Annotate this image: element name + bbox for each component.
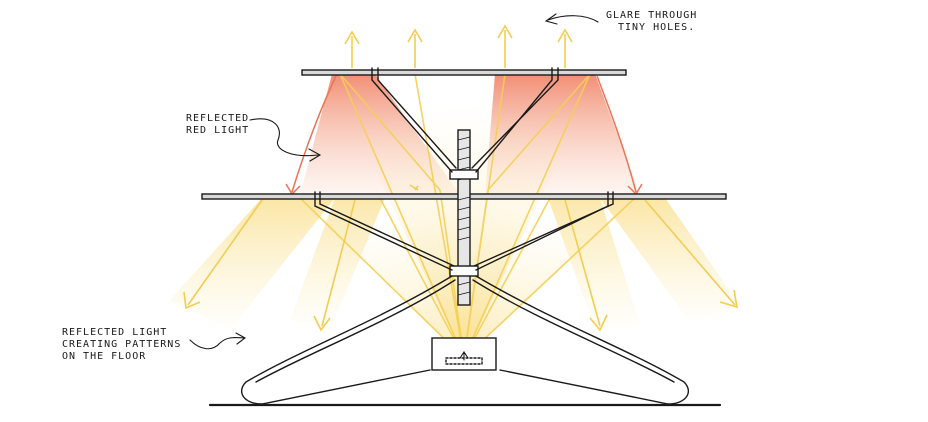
- reflected-red-annotation-line1: REFLECTED: [186, 113, 250, 124]
- lamp-structure: [201, 67, 727, 407]
- glare-annotation-line2: TINY HOLES.: [618, 22, 696, 33]
- glare-annotation-line1: GLARE THROUGH: [606, 10, 698, 21]
- floor-patterns-annotation: REFLECTED LIGHT CREATING PATTERNS ON THE…: [62, 327, 181, 363]
- reflected-red-annotation-line2: RED LIGHT: [186, 125, 250, 136]
- glare-arrows: [344, 24, 573, 68]
- floor-patterns-annotation-line3: ON THE FLOOR: [62, 351, 147, 362]
- floor-arrows: [183, 184, 739, 332]
- floor-patterns-annotation-line1: REFLECTED LIGHT: [62, 327, 168, 338]
- glare-annotation: GLARE THROUGH TINY HOLES.: [606, 10, 697, 34]
- annotation-arrows: [189, 13, 599, 350]
- upper-disc: [301, 69, 627, 76]
- reflected-red-annotation: REFLECTED RED LIGHT: [186, 113, 249, 137]
- floor-patterns-annotation-line2: CREATING PATTERNS: [62, 339, 182, 350]
